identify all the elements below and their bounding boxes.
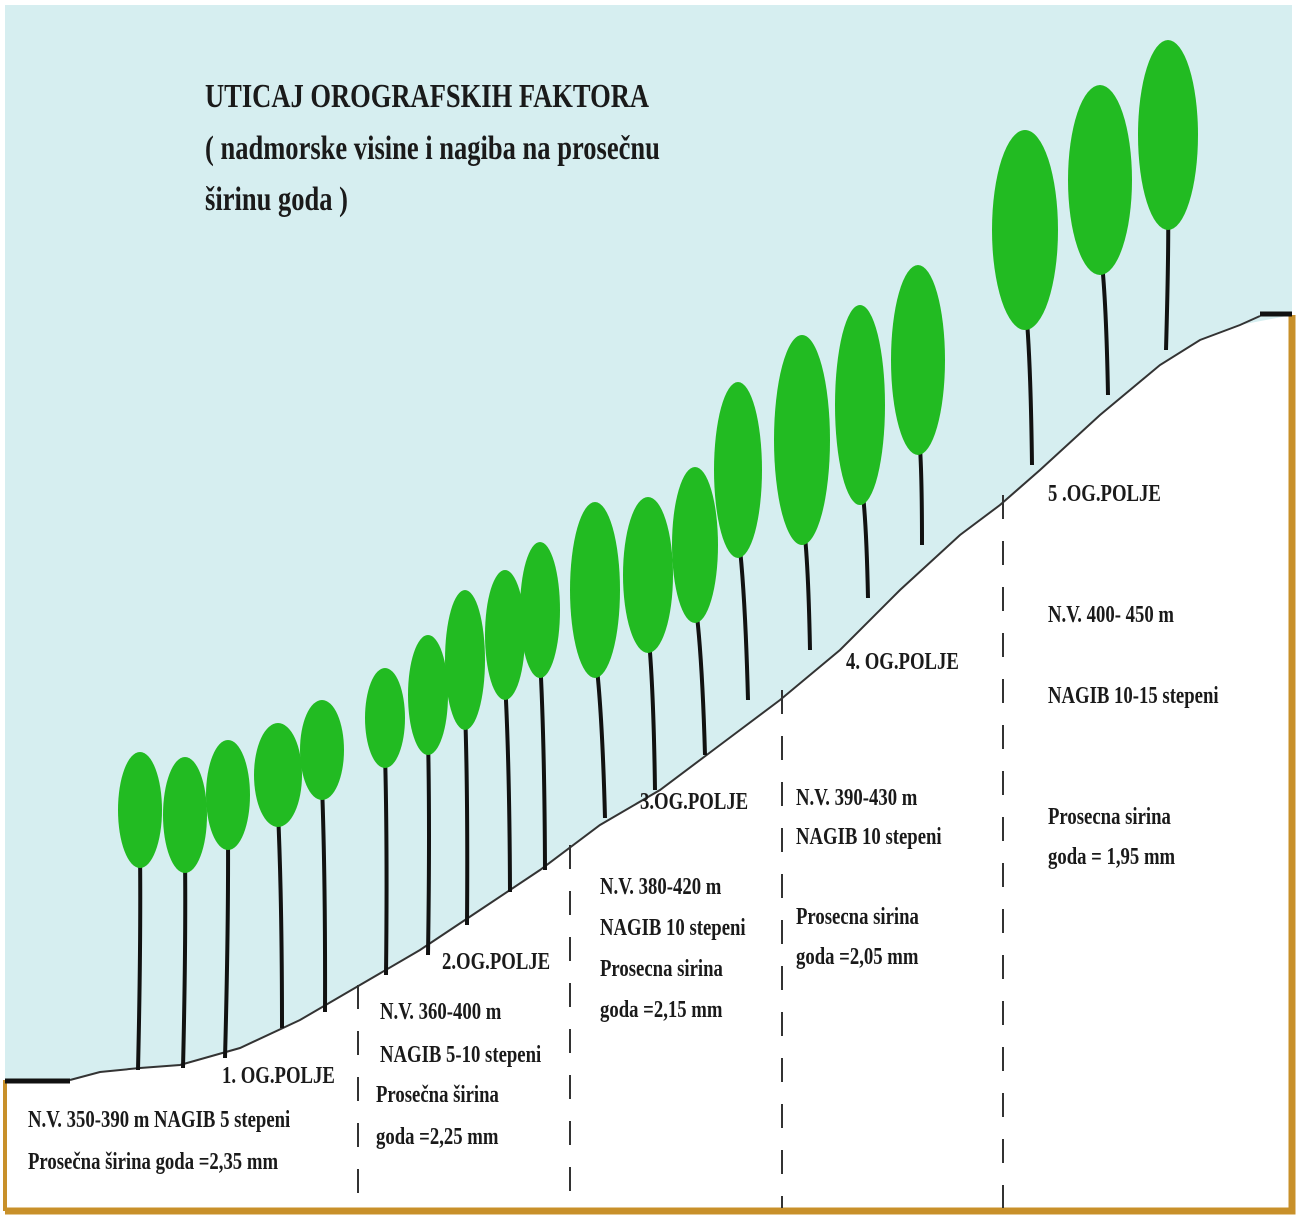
- zone-1-line-2: Prosečna širina goda =2,35 mm: [28, 1149, 279, 1175]
- zone-4-line-3: Prosecna sirina: [796, 904, 919, 930]
- tree-trunk: [320, 784, 328, 1013]
- zone-3-line-1: N.V. 380-420 m: [600, 874, 722, 900]
- zone-1-heading: 1. OG.POLJE: [222, 1063, 335, 1089]
- tree-crown: [520, 542, 560, 678]
- zone-4-line-4: goda =2,05 mm: [796, 944, 919, 970]
- tree-crown: [485, 570, 525, 700]
- zone-dividers: [357, 495, 1004, 1208]
- zone-3-line-2: NAGIB 10 stepeni: [600, 915, 746, 941]
- tree-crown: [891, 265, 945, 455]
- tree-crown: [992, 130, 1058, 330]
- zone-5-line-3: Prosecna sirina: [1048, 804, 1171, 830]
- tree-crown: [835, 305, 885, 505]
- tree-crown: [163, 757, 207, 873]
- tree-crown: [672, 467, 718, 623]
- tree-trunk: [383, 752, 389, 976]
- zone-4-line-2: NAGIB 10 stepeni: [796, 824, 942, 850]
- tree-group: [118, 40, 1198, 1071]
- tree-crown: [254, 723, 302, 827]
- tree-crown: [1138, 40, 1198, 230]
- tree-trunk: [463, 708, 470, 926]
- tree-crown: [206, 740, 250, 850]
- tree-trunk: [426, 736, 431, 956]
- zone-1-line-1: N.V. 350-390 m NAGIB 5 stepeni: [28, 1107, 291, 1133]
- zone-5-heading: 5 .OG.POLJE: [1048, 481, 1161, 507]
- tree-crown: [714, 382, 762, 558]
- zone-5-line-4: goda = 1,95 mm: [1048, 844, 1176, 870]
- zone-4-line-1: N.V. 390-430 m: [796, 785, 918, 811]
- tree-crown: [623, 497, 673, 653]
- tree-crown: [365, 668, 405, 768]
- zone-2-heading: 2.OG.POLJE: [442, 949, 551, 975]
- tree-crown: [570, 502, 620, 678]
- tree-trunk: [181, 855, 188, 1069]
- tree-trunk: [136, 850, 143, 1071]
- tree-trunk: [503, 680, 512, 893]
- tree-crown: [445, 590, 485, 730]
- zone-2-line-4: goda =2,25 mm: [376, 1124, 499, 1150]
- tree-trunk: [223, 833, 231, 1059]
- title-line-1: UTICAJ OROGRAFSKIH FAKTORA: [205, 78, 650, 115]
- tree-trunk: [276, 811, 284, 1029]
- zone-2-line-3: Prosečna širina: [376, 1082, 499, 1108]
- title-line-2: ( nadmorske visine i nagiba na prosečnu: [205, 130, 660, 167]
- title-line-3: širinu goda ): [205, 181, 348, 218]
- hill-ground: [5, 315, 1292, 1211]
- tree-crown: [1068, 85, 1132, 275]
- zone-3-heading: 3.OG.POLJE: [640, 789, 749, 815]
- slope-line: [69, 315, 1261, 1081]
- tree-trunk: [538, 657, 547, 871]
- zone-2-line-2: NAGIB 5-10 stepeni: [380, 1042, 542, 1068]
- tree-crown: [300, 700, 344, 800]
- tree-crown: [408, 635, 448, 755]
- zone-3-line-4: goda =2,15 mm: [600, 997, 723, 1023]
- zone-3-line-3: Prosecna sirina: [600, 956, 723, 982]
- zone-5-line-2: NAGIB 10-15 stepeni: [1048, 683, 1219, 709]
- zone-5-line-1: N.V. 400- 450 m: [1048, 602, 1175, 628]
- soil-edge: [5, 315, 1296, 1215]
- zone-4-heading: 4. OG.POLJE: [846, 649, 959, 675]
- zone-2-line-1: N.V. 360-400 m: [380, 999, 502, 1025]
- tree-crown: [118, 752, 162, 868]
- tree-crown: [774, 335, 830, 545]
